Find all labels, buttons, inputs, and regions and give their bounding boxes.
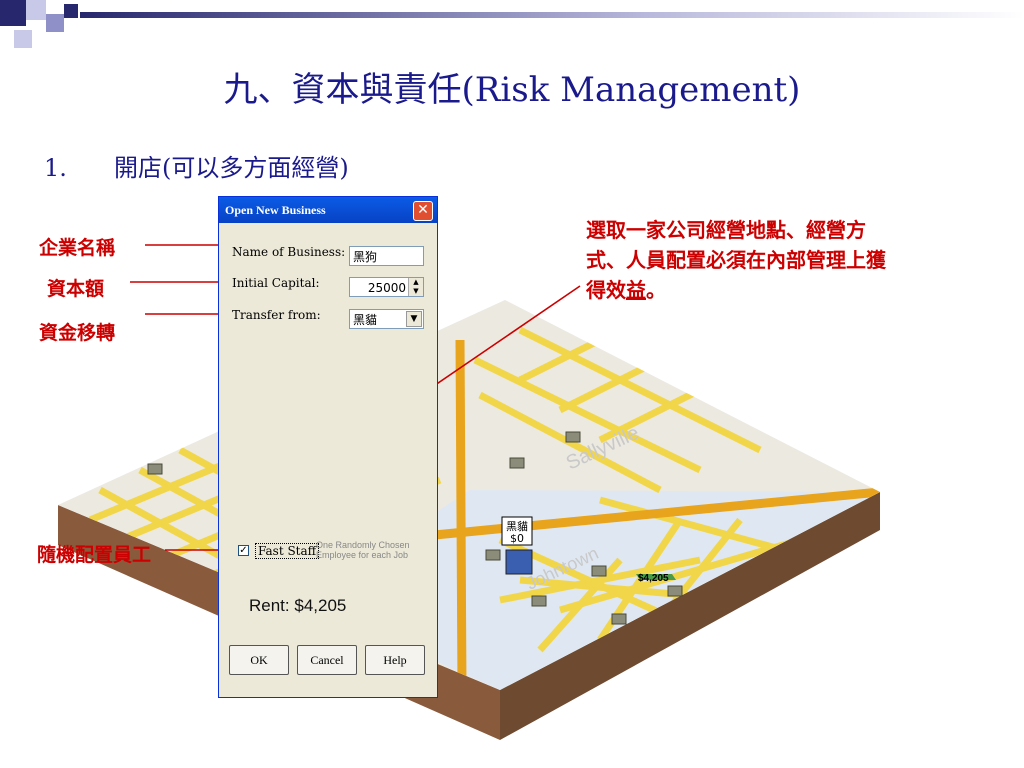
label-transfer: 資金移轉: [39, 322, 116, 344]
map-slab-right-side: [500, 492, 880, 740]
bullet-text: 開店(可以多方面經營): [114, 154, 349, 182]
slide-title: 九、資本與責任(Risk Management): [223, 70, 801, 110]
price-tag-bg: [636, 574, 676, 580]
fast-staff-label[interactable]: Fast Staff: [255, 543, 320, 559]
initial-capital-stepper[interactable]: 25000 ▲▼: [349, 277, 424, 297]
dialog-title: Open New Business: [225, 203, 326, 217]
chevron-down-icon[interactable]: ▼: [406, 311, 422, 327]
bullet-number: 1.: [44, 154, 67, 182]
rent-value: $4,205: [294, 596, 347, 615]
note-text: 選取一家公司經營地點、經營方式、人員配置必須在內部管理上獲得效益。: [586, 215, 896, 305]
building-icon[interactable]: [565, 431, 581, 443]
label-capital: 資本額: [47, 278, 105, 300]
note-underlined: 益: [626, 278, 646, 302]
rent-display: Rent: $4,205: [249, 596, 346, 616]
header-square-light: [46, 14, 64, 32]
header-square-light: [14, 30, 32, 48]
selected-business-building[interactable]: [505, 549, 533, 575]
business-marker-name: 黑貓: [506, 520, 528, 533]
dialog-titlebar[interactable]: Open New Business ✕: [219, 197, 437, 223]
header-square-dark: [0, 0, 26, 26]
initial-capital-label: Initial Capital:: [232, 276, 320, 290]
building-icon[interactable]: [147, 463, 163, 475]
name-of-business-input[interactable]: 黑狗: [349, 246, 424, 266]
name-of-business-label: Name of Business:: [232, 245, 346, 259]
bullet-point: 1. 開店(可以多方面經營): [44, 148, 349, 183]
header-gradient-bar: [80, 12, 1024, 18]
transfer-from-label: Transfer from:: [232, 308, 321, 322]
business-marker-amount: $0: [510, 532, 524, 545]
transfer-from-value: 黑貓: [353, 313, 378, 327]
open-new-business-dialog: Open New Business ✕: [218, 196, 438, 698]
business-marker: [501, 516, 533, 546]
note-end: 。: [646, 278, 666, 302]
fast-staff-checkbox[interactable]: ✓: [238, 545, 249, 556]
header-square-dark: [64, 4, 78, 18]
note-main: 選取一家公司經營地點、經營方式、人員配置必須在內部管理上獲得效: [586, 218, 886, 302]
fast-staff-hint: One Randomly Chosen Employee for each Jo…: [316, 540, 410, 560]
header-square-light: [26, 0, 46, 20]
initial-capital-value: 25000: [367, 281, 406, 295]
label-business-name: 企業名稱: [39, 237, 116, 259]
building-icon[interactable]: [667, 585, 683, 597]
label-random-staff: 隨機配置員工: [37, 544, 152, 566]
price-tag: $4,205: [638, 573, 669, 584]
rent-label: Rent:: [249, 596, 290, 615]
building-icon[interactable]: [591, 565, 607, 577]
building-icon[interactable]: [485, 549, 501, 561]
transfer-from-select[interactable]: 黑貓 ▼: [349, 309, 424, 329]
spinner-arrows-icon[interactable]: ▲▼: [408, 278, 423, 296]
building-icon[interactable]: [509, 457, 525, 469]
ok-button[interactable]: OK: [229, 645, 289, 675]
building-icon[interactable]: [531, 595, 547, 607]
close-icon[interactable]: ✕: [413, 201, 433, 221]
cancel-button[interactable]: Cancel: [297, 645, 357, 675]
help-button[interactable]: Help: [365, 645, 425, 675]
building-icon[interactable]: [611, 613, 627, 625]
